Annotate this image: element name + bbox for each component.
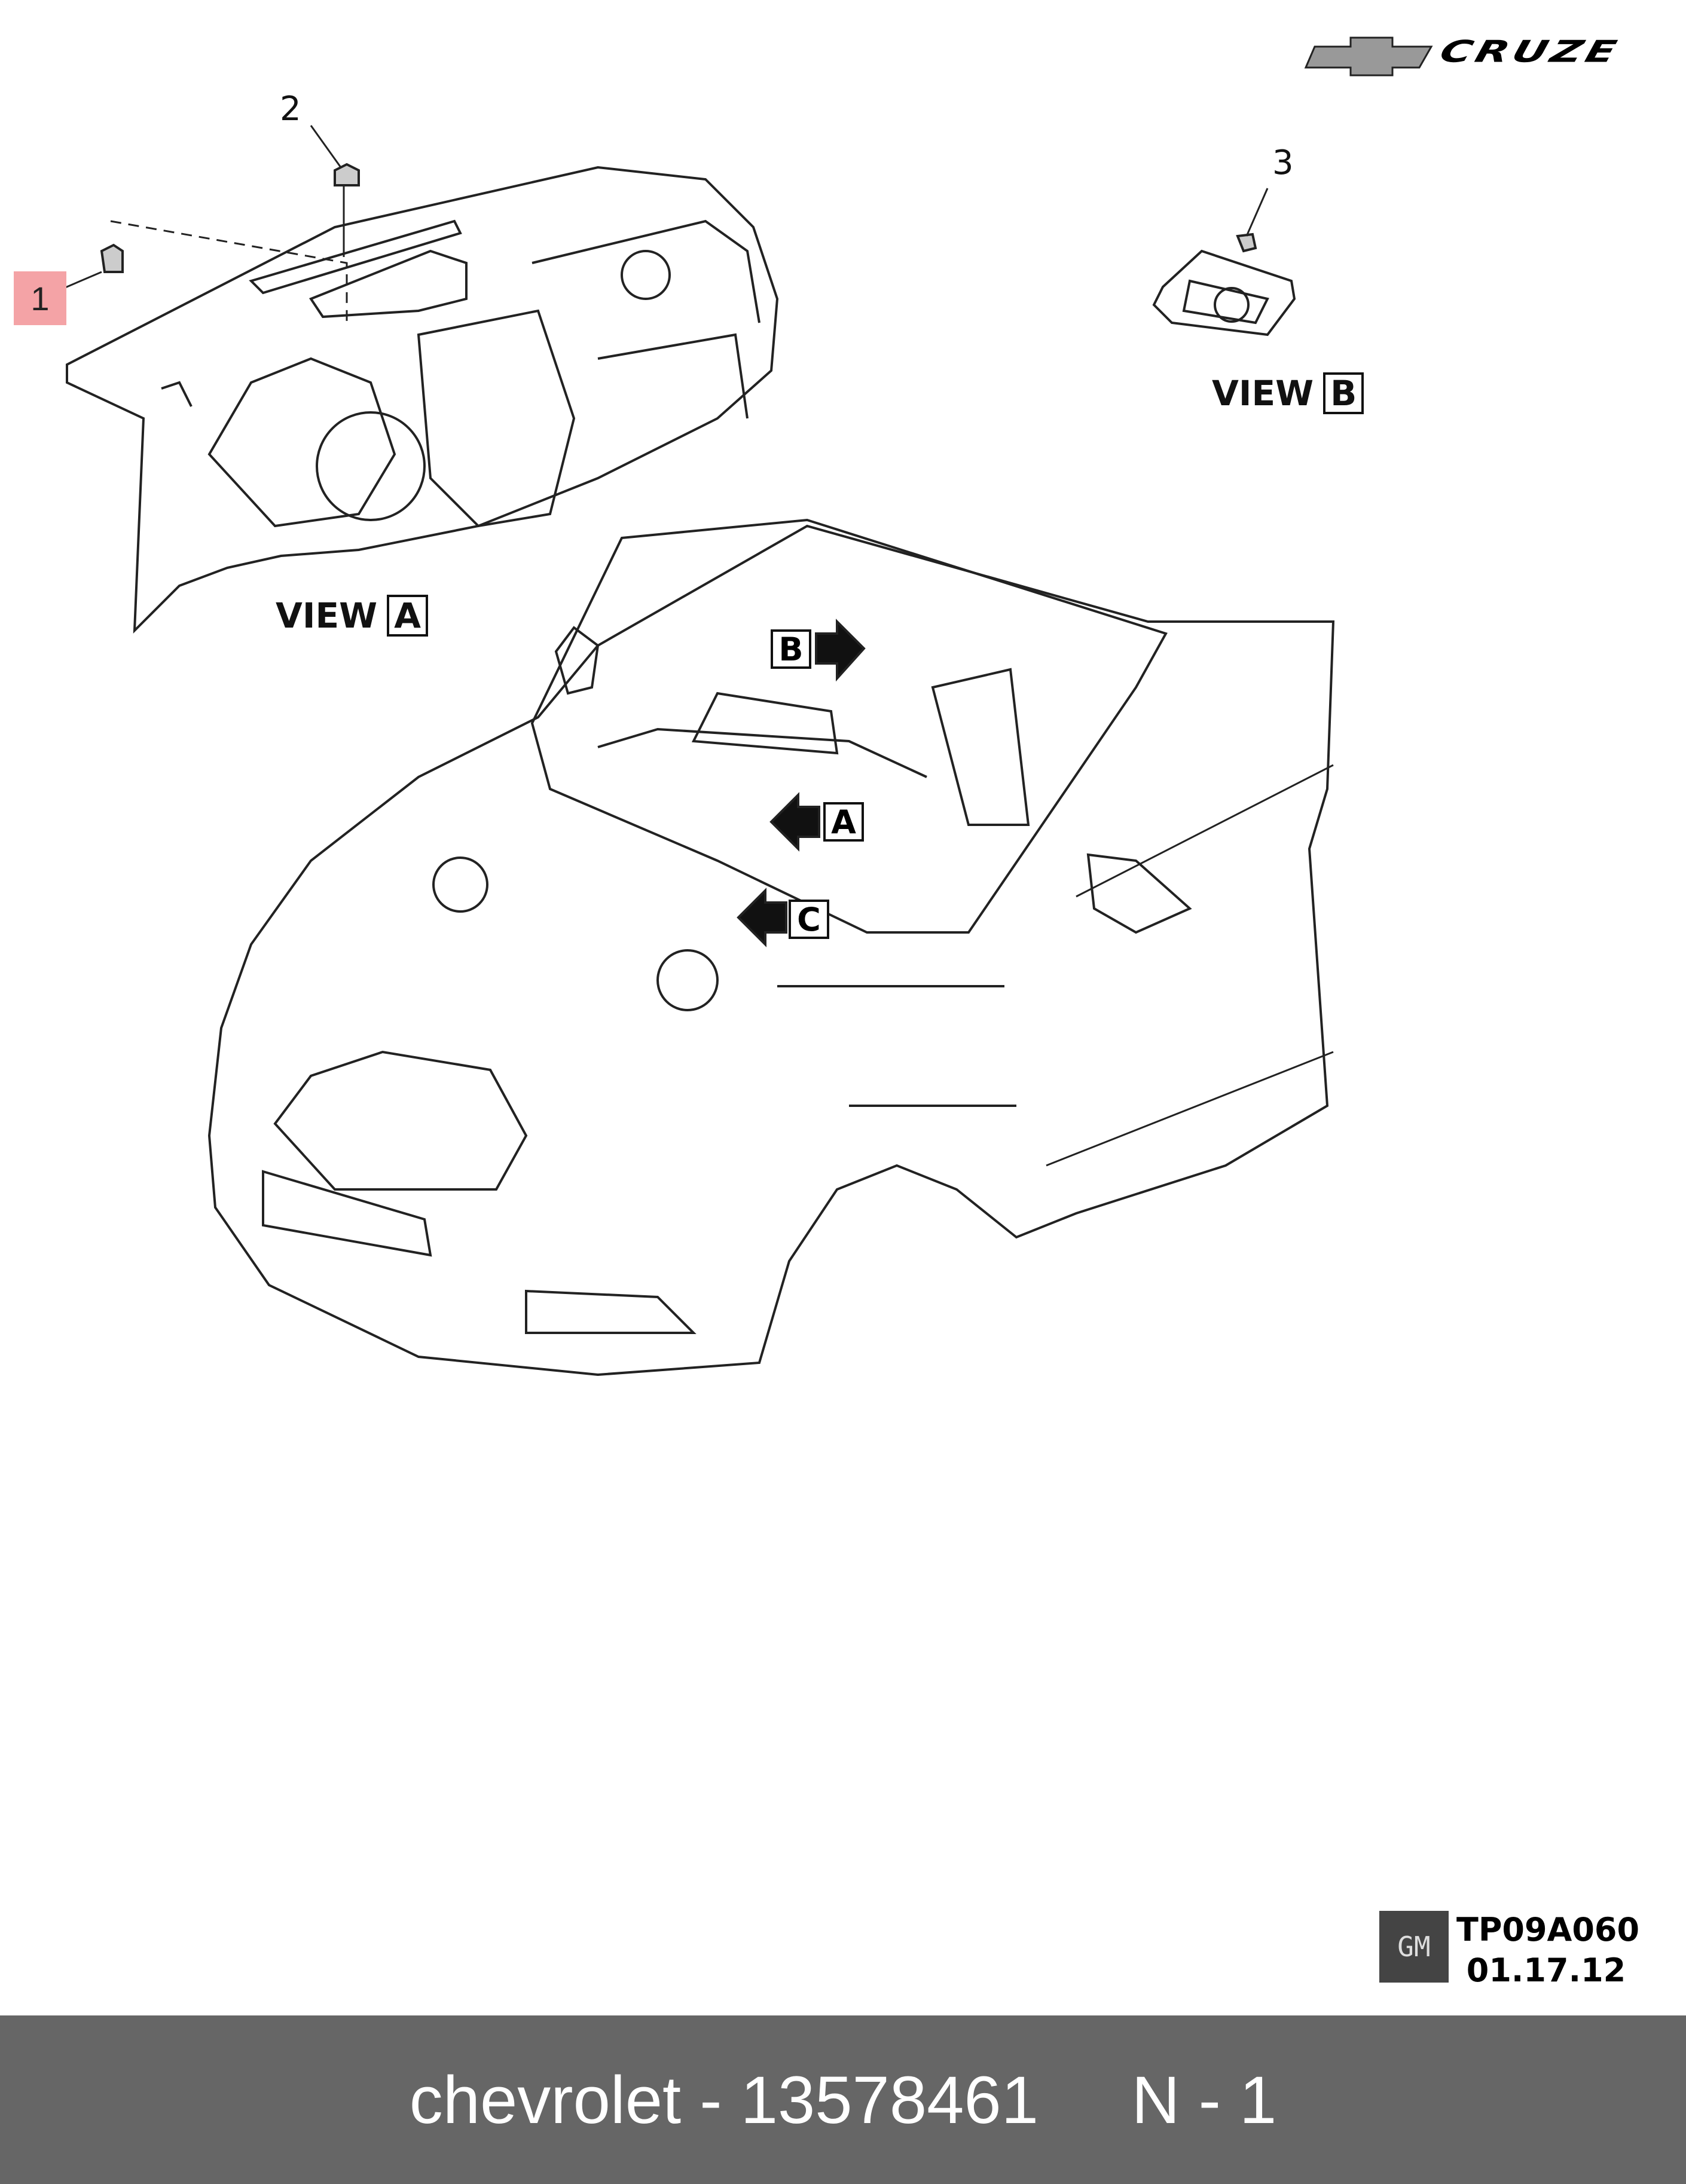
view-word: VIEW [276,595,378,636]
view-word: VIEW [1212,373,1314,414]
arrow-a [769,792,820,852]
pointer-label-a: A [823,802,864,842]
callout-1-highlighted[interactable]: 1 [14,271,66,325]
gm-logo: GM [1379,1911,1449,1983]
instrument-panel-drawing [66,166,779,634]
reference-block: TP09A060 01.17.12 [1456,1910,1640,1991]
callout-2[interactable]: 2 [280,90,301,129]
view-a-label: VIEW A [276,595,428,637]
footer-caption: chevrolet - 13578461 N - 1 [0,2015,1686,2184]
pointer-label-b: B [771,629,811,669]
view-b-part-drawing [1152,188,1296,337]
view-b-label: VIEW B [1212,372,1364,414]
pointer-label-c: C [789,900,829,939]
callout-3[interactable]: 3 [1272,143,1294,182]
arrow-c [737,888,787,947]
cruze-logo: CRUZE [1436,33,1624,69]
drawing-code: TP09A060 [1456,1911,1640,1949]
arrow-b [815,619,866,682]
view-letter: A [387,595,428,637]
car-drawing [207,518,1335,1377]
view-letter: B [1323,372,1364,414]
drawing-date: 01.17.12 [1466,1951,1626,1989]
chevrolet-bowtie-icon [1304,36,1433,77]
